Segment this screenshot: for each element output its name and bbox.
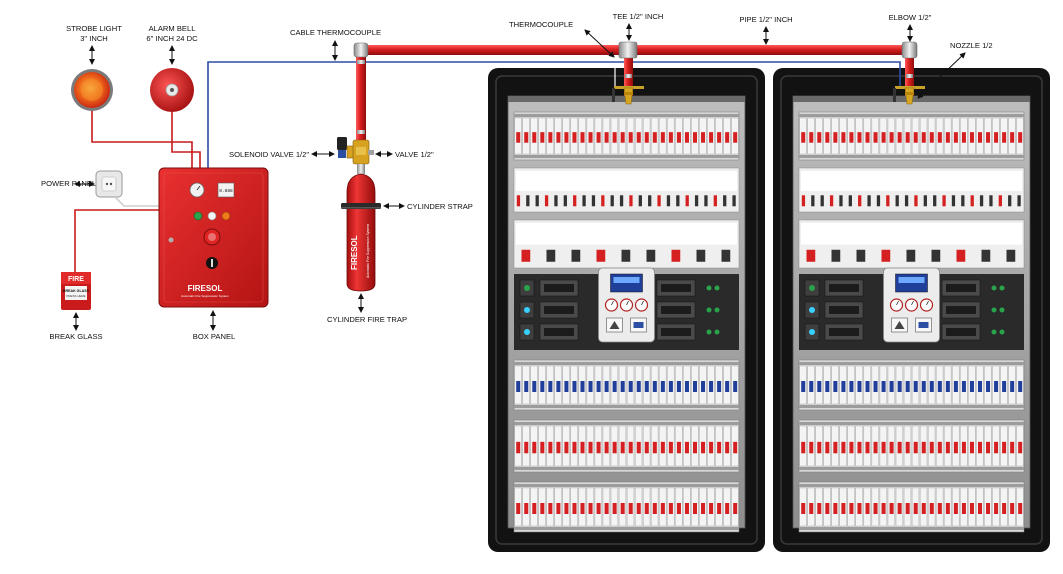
label-power-panel: POWER PANEL (41, 179, 96, 188)
label-valve: VALVE 1/2" (395, 150, 434, 159)
label-alarm-bell: ALARM BELL (149, 24, 196, 33)
nozzle-left (614, 86, 644, 105)
signal-cables (74, 61, 901, 272)
label-tee: TEE 1/2" INCH (613, 12, 664, 21)
label-strobe-light: STROBE LIGHT (66, 24, 122, 33)
label-elbow: ELBOW 1/2" (889, 13, 932, 22)
status-led-green (193, 211, 203, 221)
cylinder: FIRESOL Automatic Fire Suppression Syste… (341, 164, 381, 292)
label-cylinder-fire-trap: CYLINDER FIRE TRAP (327, 315, 407, 324)
pipe-network (353, 41, 925, 150)
power-panel (95, 170, 123, 198)
strobe-light (71, 69, 113, 111)
box-brand: FIRESOL (188, 284, 223, 293)
box-panel: 8.888 FIRESOL Automatic Fire Suppression… (158, 167, 269, 308)
label-break-glass: BREAK GLASS (49, 332, 102, 341)
cylinder-subtitle: Automatic Fire Suppression System (366, 224, 370, 278)
cabinet-2 (773, 68, 1050, 552)
server-cabinets (488, 68, 1050, 552)
box-subtitle: Automatic Fire Suppression System (181, 294, 229, 298)
cabinet-1 (488, 68, 765, 552)
tee-fitting (618, 41, 638, 59)
thermocouple-probe (612, 88, 615, 102)
label-pipe: PIPE 1/2" INCH (739, 15, 792, 24)
break-glass-title: FIRE (68, 276, 84, 283)
release-button (203, 228, 221, 246)
valve (352, 139, 374, 165)
label-cylinder-strap: CYLINDER STRAP (407, 202, 473, 211)
label-thermocouple: THERMOCOUPLE (509, 20, 573, 29)
solenoid-valve (337, 137, 356, 159)
cylinder-brand: FIRESOL (350, 235, 359, 270)
label-alarm-size: 6" INCH 24 DC (146, 34, 198, 43)
box-display: 8.888 (219, 188, 233, 194)
label-solenoid-valve: SOLENOID VALVE 1/2" (229, 150, 309, 159)
label-box-panel: BOX PANEL (193, 332, 236, 341)
break-glass-sub: PRESS HERE (66, 294, 85, 298)
break-glass-text: BREAK GLASS (63, 289, 90, 293)
elbow-fitting (901, 41, 918, 59)
nozzle-right (895, 86, 925, 105)
label-cable-thermocouple: CABLE THERMOCOUPLE (290, 28, 381, 37)
label-nozzle: NOZZLE 1/2 (950, 41, 993, 50)
alarm-bell (150, 68, 194, 112)
annotation-labels: STROBE LIGHT 3" INCH ALARM BELL 6" INCH … (41, 12, 993, 341)
label-strobe-size: 3" INCH (80, 34, 108, 43)
break-glass: FIRE BREAK GLASS PRESS HERE (61, 272, 91, 310)
